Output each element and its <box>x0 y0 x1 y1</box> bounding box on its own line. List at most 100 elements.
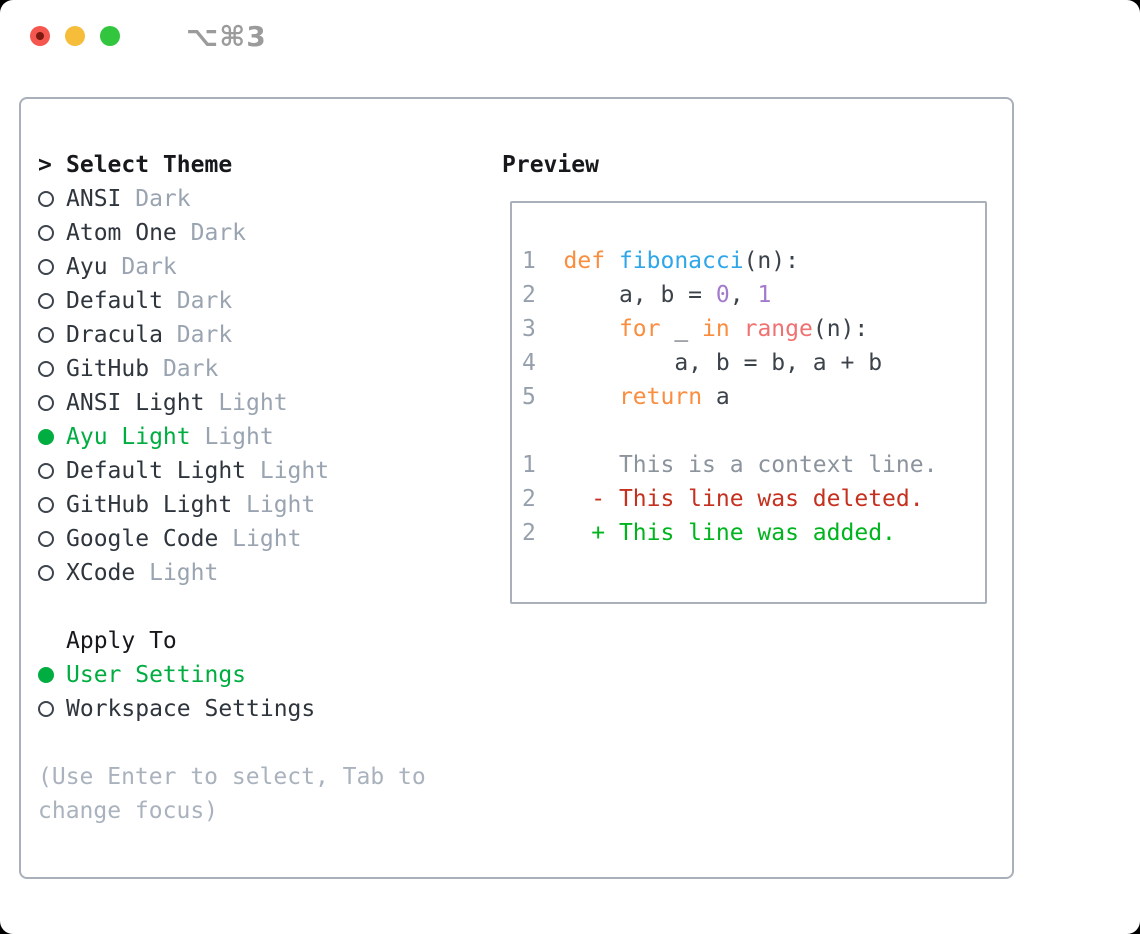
select-theme-header: > Select Theme <box>38 148 426 182</box>
marker-cell <box>38 327 66 343</box>
radio-icon <box>38 361 54 377</box>
code-segment: def <box>563 248 619 274</box>
code-line: 5 return a <box>522 380 985 414</box>
theme-option[interactable]: Dracula Dark <box>38 318 426 352</box>
marker-cell <box>38 497 66 513</box>
code-line: 1 def fibonacci(n): <box>522 244 985 278</box>
theme-option[interactable]: GitHub Light Light <box>38 488 426 522</box>
code-segment: 4 <box>522 350 536 376</box>
marker-cell <box>38 225 66 241</box>
marker-cell <box>38 667 66 683</box>
code-segment: , <box>729 282 758 308</box>
hint-text-line1: (Use Enter to select, Tab to <box>38 764 426 790</box>
theme-variant: Light <box>135 560 219 586</box>
code-segment: in <box>702 316 744 342</box>
theme-variant: Dark <box>162 322 233 348</box>
selection-chevron-icon: > <box>38 152 52 178</box>
theme-option[interactable]: Default Dark <box>38 284 426 318</box>
code-segment: 1 <box>522 452 536 478</box>
theme-option[interactable]: Default Light Light <box>38 454 426 488</box>
minimize-button-icon[interactable] <box>65 26 85 46</box>
code-segment: 2 <box>522 282 536 308</box>
marker-cell <box>38 259 66 275</box>
radio-icon <box>38 327 54 343</box>
theme-variant: Dark <box>121 186 191 212</box>
option-label: XCode <box>66 560 136 586</box>
theme-variant: Dark <box>107 254 177 280</box>
theme-variant: Light <box>204 390 288 416</box>
marker-cell <box>38 701 66 717</box>
option-label: Google Code <box>66 526 219 552</box>
code-segment: range <box>743 316 813 342</box>
code-line <box>522 414 985 448</box>
option-label: User Settings <box>66 662 247 688</box>
code-segment: - This line was deleted. <box>535 486 924 512</box>
radio-icon <box>38 565 54 581</box>
code-segment: for <box>618 316 675 342</box>
marker-cell <box>38 395 66 411</box>
marker-cell <box>38 293 66 309</box>
option-label: Workspace Settings <box>66 696 316 722</box>
window-shortcut-label: ⌥⌘3 <box>186 20 267 53</box>
theme-option[interactable]: Ayu Light Light <box>38 420 426 454</box>
radio-icon <box>38 191 54 207</box>
apply-option[interactable]: User Settings <box>38 658 426 692</box>
option-label: ANSI <box>66 186 122 212</box>
select-theme-title: Select Theme <box>66 152 233 178</box>
code-line: 2 + This line was added. <box>522 516 985 550</box>
theme-variant: Dark <box>176 220 247 246</box>
theme-option[interactable]: ANSI Dark <box>38 182 426 216</box>
option-label: Ayu <box>66 254 108 280</box>
theme-variant: Light <box>218 526 302 552</box>
apply-to-title: Apply To <box>66 628 177 654</box>
code-segment: fibonacci <box>618 248 744 274</box>
apply-option[interactable]: Workspace Settings <box>38 692 426 726</box>
code-segment: 1 <box>522 248 564 274</box>
close-button-icon[interactable] <box>30 26 50 46</box>
spacer <box>38 590 426 624</box>
apply-to-header: Apply To <box>38 624 426 658</box>
code-segment <box>536 316 619 342</box>
theme-option[interactable]: XCode Light <box>38 556 426 590</box>
code-segment: a <box>715 384 730 410</box>
code-segment: 3 <box>522 316 536 342</box>
radio-selected-icon <box>38 667 54 683</box>
theme-variant: Light <box>232 492 316 518</box>
code-segment: 2 <box>522 486 536 512</box>
option-label: ANSI Light <box>66 390 205 416</box>
code-segment: a, b = <box>535 282 716 308</box>
option-label: Ayu Light <box>66 424 191 450</box>
marker-cell <box>38 463 66 479</box>
code-segment: _ <box>674 316 703 342</box>
theme-option[interactable]: Google Code Light <box>38 522 426 556</box>
theme-option[interactable]: Atom One Dark <box>38 216 426 250</box>
radio-icon <box>38 701 54 717</box>
spacer <box>38 726 426 760</box>
preview-title: Preview <box>502 152 599 178</box>
radio-icon <box>38 395 54 411</box>
marker-cell <box>38 531 66 547</box>
marker-cell <box>38 429 66 445</box>
zoom-button-icon[interactable] <box>100 26 120 46</box>
code-segment: (n): <box>743 248 799 274</box>
theme-option[interactable]: ANSI Light Light <box>38 386 426 420</box>
code-line: 2 a, b = 0, 1 <box>522 278 985 312</box>
option-label: Dracula <box>66 322 163 348</box>
code-line: 1 This is a context line. <box>522 448 985 482</box>
theme-option[interactable]: GitHub Dark <box>38 352 426 386</box>
option-label: Atom One <box>66 220 177 246</box>
code-line: 2 - This line was deleted. <box>522 482 985 516</box>
radio-icon <box>38 293 54 309</box>
radio-icon <box>38 463 54 479</box>
theme-option[interactable]: Ayu Dark <box>38 250 426 284</box>
code-segment: + This line was added. <box>535 520 896 546</box>
marker-cell <box>38 565 66 581</box>
option-label: Default Light <box>66 458 247 484</box>
marker-cell <box>38 361 66 377</box>
code-line: 3 for _ in range(n): <box>522 312 985 346</box>
